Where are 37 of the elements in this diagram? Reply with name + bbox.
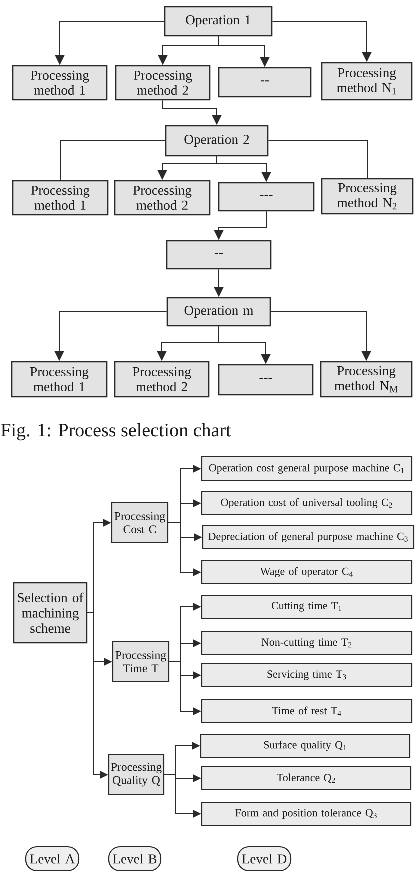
method-box: -- xyxy=(218,67,312,98)
level-pill: Level D xyxy=(237,846,292,872)
factor-box: Time of rest T$_{4}$ xyxy=(201,699,413,724)
level-pill: Level A xyxy=(25,846,80,872)
criterion-box: Processing Time T xyxy=(112,641,170,683)
criterion-box: Processing Cost C xyxy=(111,502,169,544)
factor-box: Form and position tolerance Q$_{3}$ xyxy=(201,802,412,826)
method-box: Processing method 2 xyxy=(115,65,211,101)
factor-box: Cutting time T$_{1}$ xyxy=(201,594,413,620)
level-pill: Level B xyxy=(108,846,162,872)
factor-box: Wage of operator C$_{4}$ xyxy=(201,560,413,585)
factor-box: Tolerance Q$_{2}$ xyxy=(201,766,412,791)
method-box: Processing method 2 xyxy=(114,180,211,216)
operation-box: Operation m xyxy=(166,297,272,327)
caption: Fig. 1: Process selection chart xyxy=(1,423,232,441)
method-box: --- xyxy=(218,364,314,396)
operation-box: -- xyxy=(166,240,272,270)
factor-box: Servicing time T$_{3}$ xyxy=(201,663,413,688)
factor-box: Operation cost general purpose machine C$_{1}$ xyxy=(201,456,413,482)
factor-box: Non-cutting time T$_{2}$ xyxy=(201,631,413,656)
connector-line xyxy=(60,140,166,181)
connector-line xyxy=(268,140,368,179)
method-box: --- xyxy=(218,182,315,212)
method-box: Processing method N$_{1}$ xyxy=(321,62,413,101)
factor-box: Depreciation of general purpose machine C$_{3}$ xyxy=(202,525,415,550)
method-box: Processing method 1 xyxy=(12,180,109,216)
operation-box: Operation 1 xyxy=(164,6,273,37)
method-box: Processing method N$_{2}$ xyxy=(321,178,414,215)
operation-box: Operation 2 xyxy=(165,125,269,157)
method-box: Processing method 1 xyxy=(12,65,108,101)
method-box: Processing method N$_{M}$ xyxy=(320,361,413,398)
method-box: Processing method 2 xyxy=(114,361,210,398)
criterion-box: Processing Quality Q xyxy=(108,754,165,796)
scheme-box: Selection of machining scheme xyxy=(13,582,88,644)
factor-box: Surface quality Q$_{1}$ xyxy=(200,734,411,758)
method-box: Processing method 1 xyxy=(11,361,108,398)
factor-box: Operation cost of universal tooling C$_{2}$ xyxy=(201,491,413,516)
